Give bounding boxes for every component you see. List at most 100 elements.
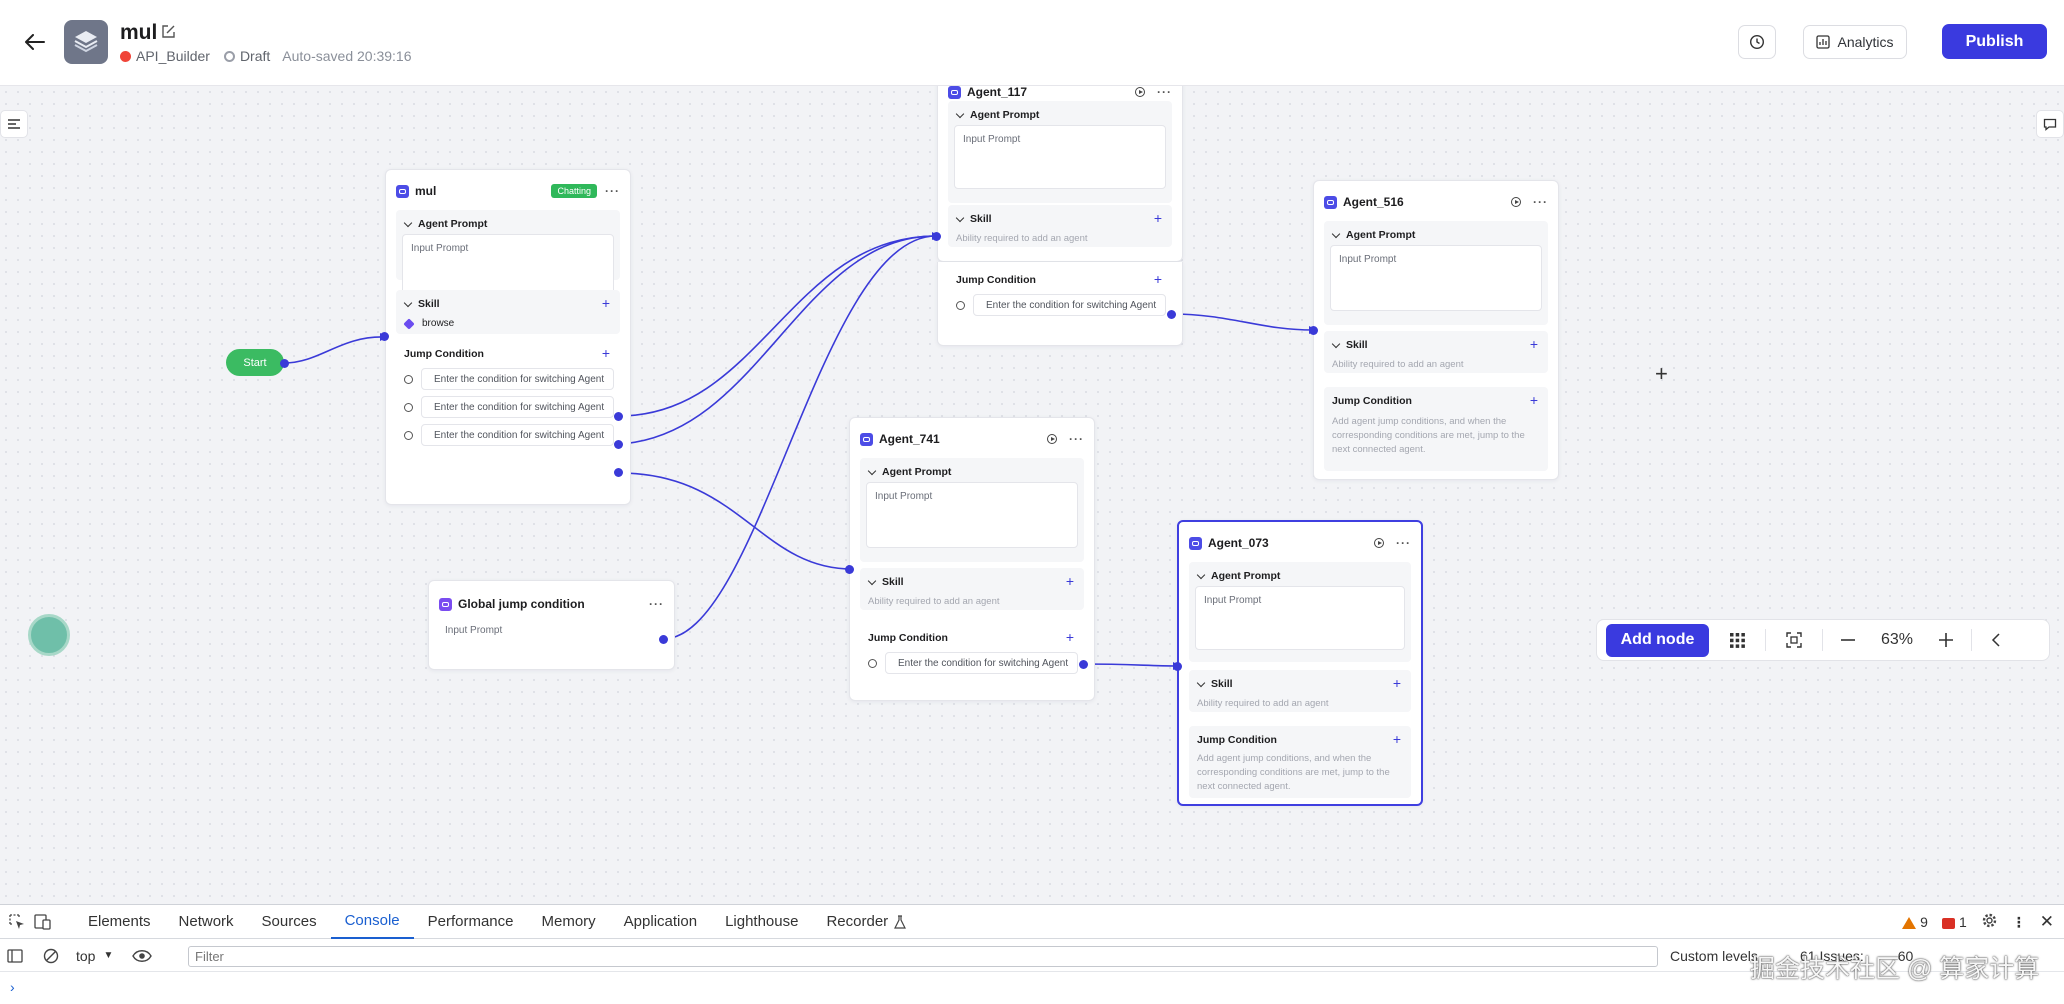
play-icon[interactable] — [1511, 197, 1521, 207]
condition-input[interactable]: Enter the condition for switching Agent — [973, 294, 1166, 316]
layout-grid-button[interactable] — [1709, 619, 1765, 661]
agent-node-117-jump[interactable]: Jump Condition + Enter the condition for… — [937, 262, 1183, 346]
devtools-tab-performance[interactable]: Performance — [427, 913, 514, 930]
analytics-button[interactable]: Analytics — [1803, 25, 1907, 59]
chevron-down-icon[interactable] — [1331, 339, 1341, 348]
mul-condition-handle[interactable] — [614, 440, 623, 449]
chevron-down-icon[interactable] — [1331, 229, 1341, 238]
agent-icon — [1189, 536, 1202, 550]
log-levels-dropdown[interactable]: Custom levels — [1670, 948, 1758, 964]
agent741-input-handle[interactable] — [845, 565, 854, 574]
add-condition-icon[interactable]: + — [1392, 731, 1401, 747]
more-icon[interactable]: ··· — [1069, 432, 1084, 446]
devtools-tab-lighthouse[interactable]: Lighthouse — [725, 913, 799, 930]
agent117-condition-handle[interactable] — [1167, 310, 1176, 319]
prompt-input[interactable]: Input Prompt — [1330, 245, 1542, 311]
more-icon[interactable]: ··· — [605, 184, 620, 198]
more-icon[interactable]: ··· — [1157, 86, 1172, 99]
issues-counter[interactable]: 61 Issues: 60 — [1800, 948, 1913, 964]
chevron-down-icon[interactable] — [867, 466, 877, 475]
mul-input-handle[interactable] — [380, 332, 389, 341]
agent-node-073[interactable]: Agent_073 ··· Agent Prompt Input Prompt … — [1177, 520, 1423, 806]
add-condition-icon[interactable]: + — [1065, 629, 1074, 645]
devtools-tab-memory[interactable]: Memory — [541, 913, 596, 930]
global-output-handle[interactable] — [659, 635, 668, 644]
fit-view-button[interactable] — [1766, 619, 1822, 661]
more-icon[interactable]: ··· — [1396, 536, 1411, 550]
devtools-tab-sources[interactable]: Sources — [261, 913, 317, 930]
mul-condition-handle[interactable] — [614, 412, 623, 421]
mul-condition-handle[interactable] — [614, 468, 623, 477]
skill-section: Skill + Ability required to add an agent — [948, 205, 1172, 247]
add-condition-icon[interactable]: + — [601, 345, 610, 361]
context-select[interactable]: top ▼ — [76, 948, 113, 964]
zoom-in-button[interactable] — [1921, 619, 1971, 661]
devtools-more-icon[interactable]: ⋮ — [2011, 913, 2026, 930]
start-output-handle[interactable] — [280, 359, 289, 368]
zoom-out-button[interactable] — [1823, 619, 1873, 661]
devtools-tab-network[interactable]: Network — [178, 913, 234, 930]
devtools-settings-icon[interactable] — [1981, 912, 1998, 932]
play-icon[interactable] — [1135, 87, 1145, 97]
agent-node-741[interactable]: Agent_741 ··· Agent Prompt Input Prompt … — [849, 417, 1095, 701]
agent-prompt-section: Agent Prompt Input Prompt — [860, 458, 1084, 562]
agent516-input-handle[interactable] — [1309, 326, 1318, 335]
agent741-condition-handle[interactable] — [1079, 660, 1088, 669]
history-button[interactable] — [1738, 25, 1776, 59]
console-prompt-caret[interactable]: › — [10, 979, 15, 995]
edit-icon[interactable] — [161, 24, 177, 40]
collapse-toolbar-button[interactable] — [1972, 619, 2020, 661]
add-skill-icon[interactable]: + — [1065, 573, 1074, 589]
condition-input[interactable]: Enter the condition for switching Agent — [885, 652, 1078, 674]
agent-node-117[interactable]: Agent_117 ··· Agent Prompt Input Prompt … — [937, 86, 1183, 262]
condition-input[interactable]: Enter the condition for switching Agent — [421, 396, 614, 418]
agent-node-516[interactable]: Agent_516 ··· Agent Prompt Input Prompt … — [1313, 180, 1559, 480]
flow-canvas[interactable]: Start mul Chatting ··· Agent Prompt Inpu… — [0, 86, 2064, 904]
devtools-tab-console[interactable]: Console — [330, 905, 414, 939]
condition-input[interactable]: Enter the condition for switching Agent — [421, 424, 614, 446]
prompt-input[interactable]: Input Prompt — [402, 234, 614, 296]
prompt-input[interactable]: Input Prompt — [954, 125, 1166, 189]
add-skill-icon[interactable]: + — [1153, 210, 1162, 226]
device-toolbar-icon[interactable] — [32, 911, 54, 933]
chevron-down-icon[interactable] — [403, 298, 413, 307]
play-icon[interactable] — [1047, 434, 1057, 444]
chevron-down-icon[interactable] — [955, 213, 965, 222]
add-skill-icon[interactable]: + — [1392, 675, 1401, 691]
assistant-avatar[interactable] — [28, 614, 70, 656]
add-skill-icon[interactable]: + — [601, 295, 610, 311]
prompt-input[interactable]: Input Prompt — [866, 482, 1078, 548]
add-condition-icon[interactable]: + — [1153, 271, 1162, 287]
chevron-down-icon[interactable] — [867, 576, 877, 585]
devtools-tab-recorder[interactable]: Recorder — [812, 905, 920, 939]
start-node[interactable]: Start — [226, 349, 284, 376]
global-jump-condition-node[interactable]: Global jump condition ··· Input Prompt — [428, 580, 675, 670]
add-skill-icon[interactable]: + — [1529, 336, 1538, 352]
add-condition-icon[interactable]: + — [1529, 392, 1538, 408]
global-prompt-input[interactable]: Input Prompt — [441, 621, 644, 645]
toggle-panel-button[interactable] — [0, 110, 28, 138]
prompt-input[interactable]: Input Prompt — [1195, 586, 1405, 650]
more-icon[interactable]: ··· — [649, 597, 664, 611]
play-icon[interactable] — [1374, 538, 1384, 548]
agent073-input-handle[interactable] — [1173, 662, 1182, 671]
chevron-down-icon[interactable] — [1196, 570, 1206, 579]
chevron-down-icon[interactable] — [403, 218, 413, 227]
clear-console-icon[interactable] — [40, 945, 62, 967]
back-arrow-icon[interactable] — [20, 27, 50, 57]
agent-node-mul[interactable]: mul Chatting ··· Agent Prompt Input Prom… — [385, 169, 631, 505]
live-expression-eye-icon[interactable] — [131, 945, 153, 967]
chevron-down-icon[interactable] — [1196, 678, 1206, 687]
devtools-close-icon[interactable]: ✕ — [2039, 912, 2054, 931]
devtools-tab-application[interactable]: Application — [623, 913, 698, 930]
condition-input[interactable]: Enter the condition for switching Agent — [421, 368, 614, 390]
agent117-input-handle[interactable] — [932, 232, 941, 241]
console-filter-input[interactable]: Filter — [188, 946, 1658, 967]
more-icon[interactable]: ··· — [1533, 195, 1548, 209]
chevron-down-icon[interactable] — [955, 109, 965, 118]
sidebar-toggle-icon[interactable] — [4, 945, 26, 967]
inspect-element-icon[interactable] — [6, 911, 28, 933]
add-node-button[interactable]: Add node — [1606, 623, 1709, 657]
publish-button[interactable]: Publish — [1942, 24, 2047, 59]
devtools-tab-elements[interactable]: Elements — [88, 913, 151, 930]
